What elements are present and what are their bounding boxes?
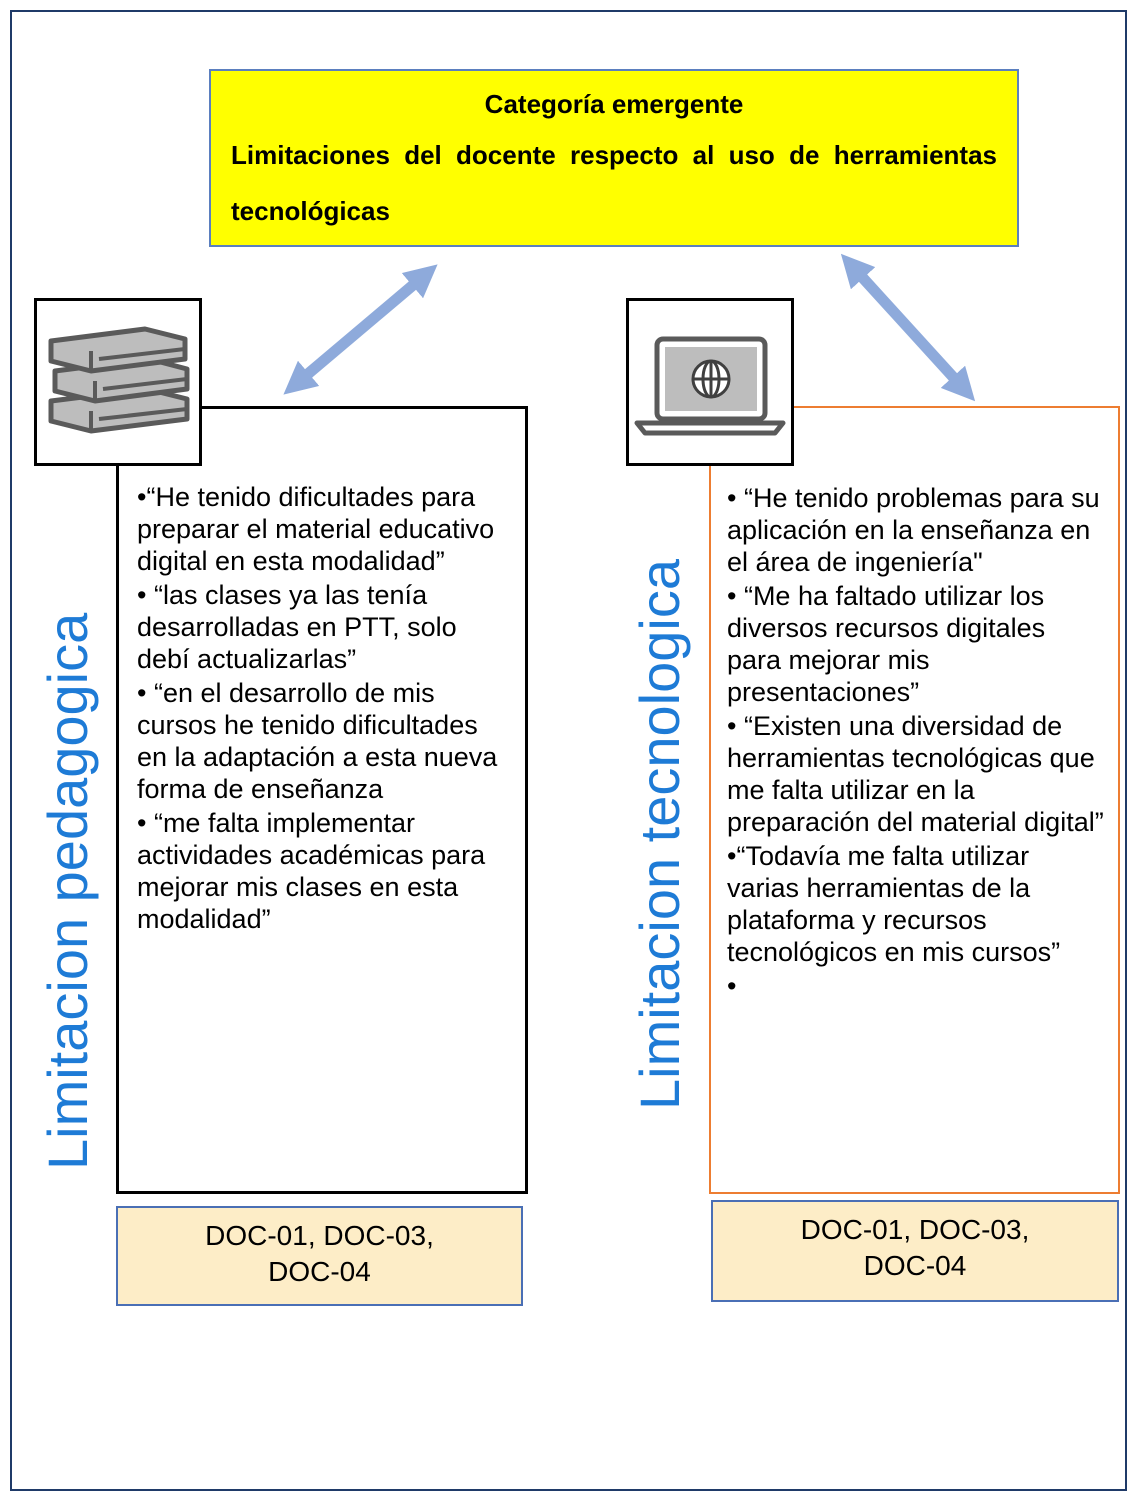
- left-sources-text: DOC-01, DOC-03, DOC-04: [205, 1220, 434, 1287]
- left-quote-1: •“He tenido dificultades para preparar e…: [137, 482, 495, 576]
- books-icon: [48, 326, 190, 434]
- right-quote-list: • “He tenido problemas para su aplicació…: [711, 408, 1118, 1002]
- left-quote-list: •“He tenido dificultades para preparar e…: [119, 409, 525, 935]
- left-quote-4: • “me falta implementar actividades acad…: [137, 808, 486, 934]
- category-box: Categoría emergente Limitaciones del doc…: [209, 69, 1019, 247]
- category-label: Categoría emergente: [484, 89, 744, 119]
- right-quote-2: • “Me ha faltado utilizar los diversos r…: [727, 581, 1046, 707]
- right-quote-box: • “He tenido problemas para su aplicació…: [709, 406, 1120, 1194]
- right-quote-5: •: [727, 971, 737, 1001]
- left-sources-box: DOC-01, DOC-03, DOC-04: [116, 1206, 523, 1306]
- category-title: Limitaciones del docente respecto al uso…: [231, 140, 997, 226]
- laptop-globe-icon: [634, 336, 786, 436]
- right-sources-text: DOC-01, DOC-03, DOC-04: [800, 1214, 1030, 1281]
- left-quote-box: •“He tenido dificultades para preparar e…: [116, 406, 528, 1194]
- left-double-arrow: [283, 264, 438, 395]
- left-vertical-label: Limitacion pedagogica: [36, 612, 99, 1170]
- right-quote-1: • “He tenido problemas para su aplicació…: [727, 483, 1100, 577]
- right-icon-box: [626, 298, 794, 466]
- diagram-frame: [10, 10, 1127, 1491]
- right-vertical-label: Limitacion tecnologica: [628, 559, 691, 1110]
- right-sources-box: DOC-01, DOC-03, DOC-04: [711, 1200, 1119, 1302]
- right-quote-4: •“Todavía me falta utilizar varias herra…: [727, 841, 1061, 967]
- left-quote-2: • “las clases ya las tenía desarrolladas…: [137, 580, 457, 674]
- left-icon-box: [34, 298, 202, 466]
- right-double-arrow: [840, 253, 976, 402]
- left-quote-3: • “en el desarrollo de mis cursos he ten…: [137, 678, 498, 804]
- right-quote-3: • “Existen una diversidad de herramienta…: [727, 711, 1104, 837]
